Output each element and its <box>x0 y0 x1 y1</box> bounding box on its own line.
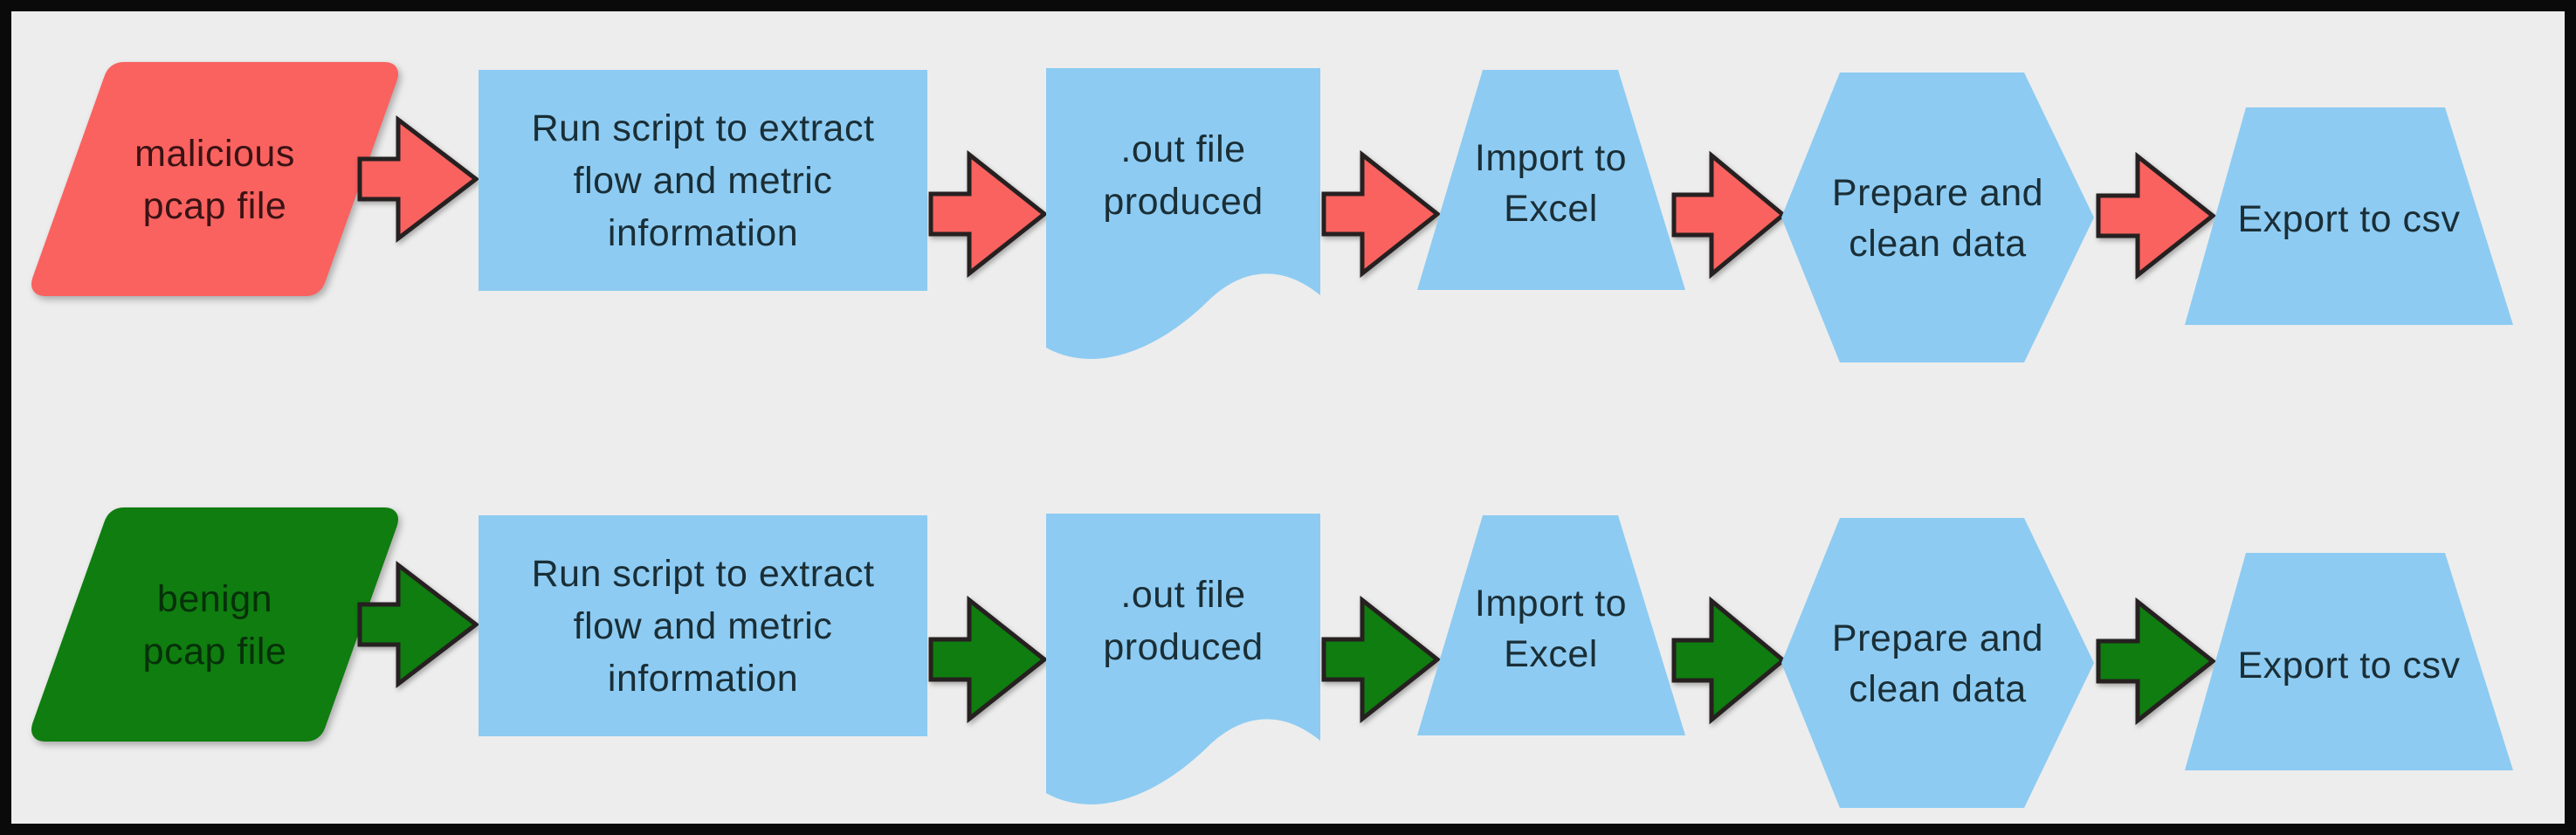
out-file-label-line2: produced <box>1103 181 1263 223</box>
prepare-clean-label-line2: clean data <box>1849 668 2026 710</box>
flow-arrow <box>1321 149 1442 279</box>
malicious-pcap-parallelogram <box>31 62 398 296</box>
import-to-excel-trapezoid <box>1417 70 1685 290</box>
prepare-clean-label-line1: Prepare and <box>1832 172 2043 214</box>
run-script-process-box <box>479 70 927 291</box>
out-file-document <box>1046 514 1320 804</box>
run-script-process-box <box>479 515 927 736</box>
prepare-clean-data-hexagon <box>1781 518 2094 808</box>
export-to-csv-trapezoid <box>2185 107 2513 325</box>
export-to-csv-trapezoid <box>2185 553 2513 770</box>
run-script-label-line2: flow and metric <box>574 160 833 202</box>
malicious-pcap-label-line2: pcap file <box>143 185 287 227</box>
export-csv-label: Export to csv <box>2237 645 2460 687</box>
run-script-label-line1: Run script to extract <box>532 107 875 149</box>
out-file-label-line2: produced <box>1103 626 1263 668</box>
benign-pcap-label-line1: benign <box>157 578 272 620</box>
import-excel-label-line1: Import to <box>1475 137 1627 179</box>
flow-arrow <box>1671 150 1787 279</box>
flow-arrow <box>928 149 1049 279</box>
run-script-label-line1: Run script to extract <box>532 553 875 595</box>
import-excel-label-line2: Excel <box>1504 633 1598 675</box>
prepare-clean-label-line2: clean data <box>1849 223 2026 265</box>
benign-pipeline-row: benign pcap file Run script to extract f… <box>31 507 2513 808</box>
flow-arrow <box>1671 596 1787 725</box>
out-file-document <box>1046 68 1320 359</box>
out-file-label-line1: .out file <box>1120 574 1245 616</box>
run-script-label-line3: information <box>608 658 798 700</box>
flow-arrow <box>2096 151 2217 280</box>
benign-pcap-label-line2: pcap file <box>143 631 287 673</box>
prepare-clean-label-line1: Prepare and <box>1832 618 2043 659</box>
flow-arrow <box>1321 595 1442 724</box>
malicious-pipeline-row: malicious pcap file Run script to extrac… <box>31 62 2513 362</box>
flow-arrow <box>928 595 1049 724</box>
run-script-label-line3: information <box>608 212 798 254</box>
out-file-label-line1: .out file <box>1120 128 1245 170</box>
flow-arrow <box>357 114 480 244</box>
benign-pcap-parallelogram <box>31 507 398 742</box>
run-script-label-line2: flow and metric <box>574 605 833 647</box>
import-excel-label-line1: Import to <box>1475 583 1627 625</box>
flow-arrow <box>357 560 480 689</box>
import-excel-label-line2: Excel <box>1504 188 1598 230</box>
export-csv-label: Export to csv <box>2237 198 2460 240</box>
import-to-excel-trapezoid <box>1417 515 1685 735</box>
flow-arrow <box>2096 597 2217 726</box>
malicious-pcap-label-line1: malicious <box>134 133 295 175</box>
prepare-clean-data-hexagon <box>1781 72 2094 362</box>
